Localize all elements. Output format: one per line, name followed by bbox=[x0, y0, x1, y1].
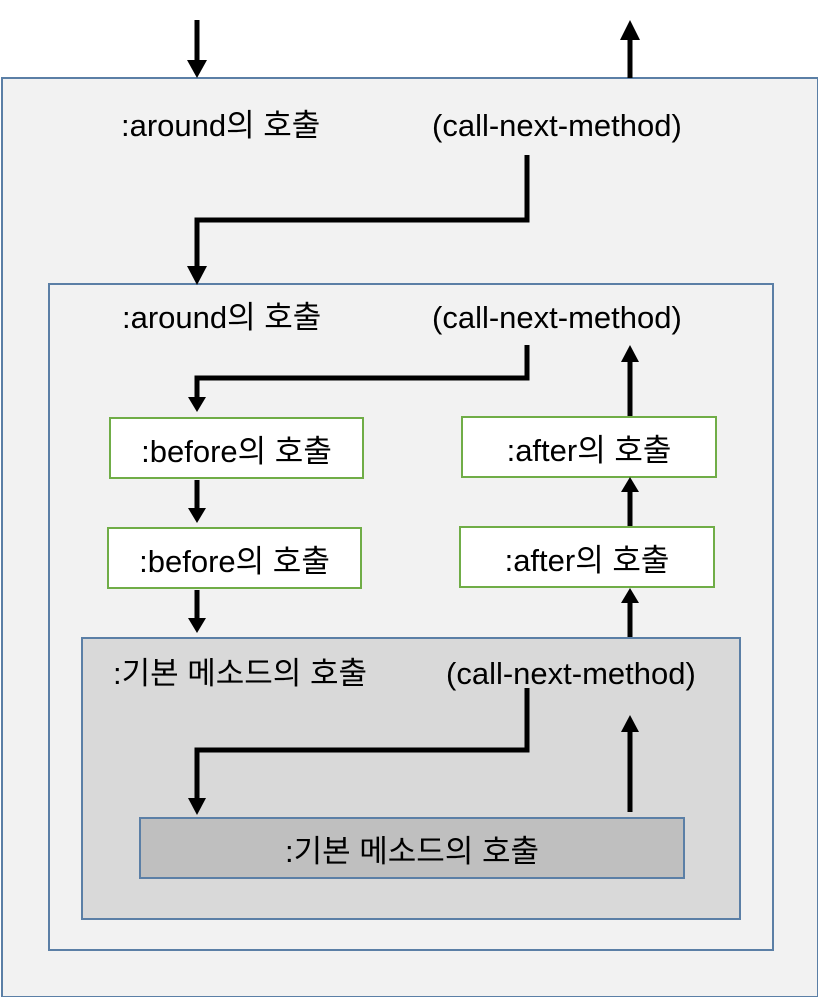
after-call-label: :after의 호출 bbox=[506, 432, 672, 468]
primary-next-method-arrow bbox=[194, 688, 530, 798]
after-call-label: :after의 호출 bbox=[504, 542, 670, 578]
after-call-box-1: :after의 호출 bbox=[461, 416, 717, 478]
inner-around-label: :around의 호출 bbox=[122, 300, 322, 335]
before-call-label: :before의 호출 bbox=[139, 543, 330, 579]
primary-return-arrowhead bbox=[621, 715, 639, 732]
before-to-primary-arrowhead bbox=[188, 618, 206, 633]
outer-around-label: :around의 호출 bbox=[121, 108, 321, 143]
inner-next-method-arrow bbox=[194, 345, 530, 398]
before-call-box-1: :before의 호출 bbox=[109, 417, 364, 479]
after-to-after-arrowhead bbox=[621, 477, 639, 492]
innermost-primary-box: :기본 메소드의 호출 bbox=[139, 817, 685, 879]
after-return-arrowhead bbox=[621, 345, 639, 362]
primary-next-method-arrowhead bbox=[188, 798, 206, 815]
before-to-before-arrowhead bbox=[188, 508, 206, 523]
primary-next-method-label: (call-next-method) bbox=[446, 656, 696, 691]
outer-next-method-label: (call-next-method) bbox=[432, 108, 682, 143]
before-call-box-2: :before의 호출 bbox=[107, 527, 362, 589]
primary-call-label: :기본 메소드의 호출 bbox=[113, 656, 367, 691]
inner-next-method-arrowhead bbox=[188, 397, 206, 412]
outer-next-method-arrowhead bbox=[187, 266, 207, 285]
inner-next-method-label: (call-next-method) bbox=[432, 300, 682, 335]
primary-to-after-arrowhead bbox=[621, 588, 639, 603]
innermost-primary-label: :기본 메소드의 호출 bbox=[285, 833, 539, 869]
outer-next-method-arrow bbox=[194, 155, 530, 266]
entry-arrowhead bbox=[187, 60, 207, 78]
exit-arrowhead bbox=[620, 20, 640, 40]
after-call-box-2: :after의 호출 bbox=[459, 526, 715, 588]
before-call-label: :before의 호출 bbox=[141, 433, 332, 469]
